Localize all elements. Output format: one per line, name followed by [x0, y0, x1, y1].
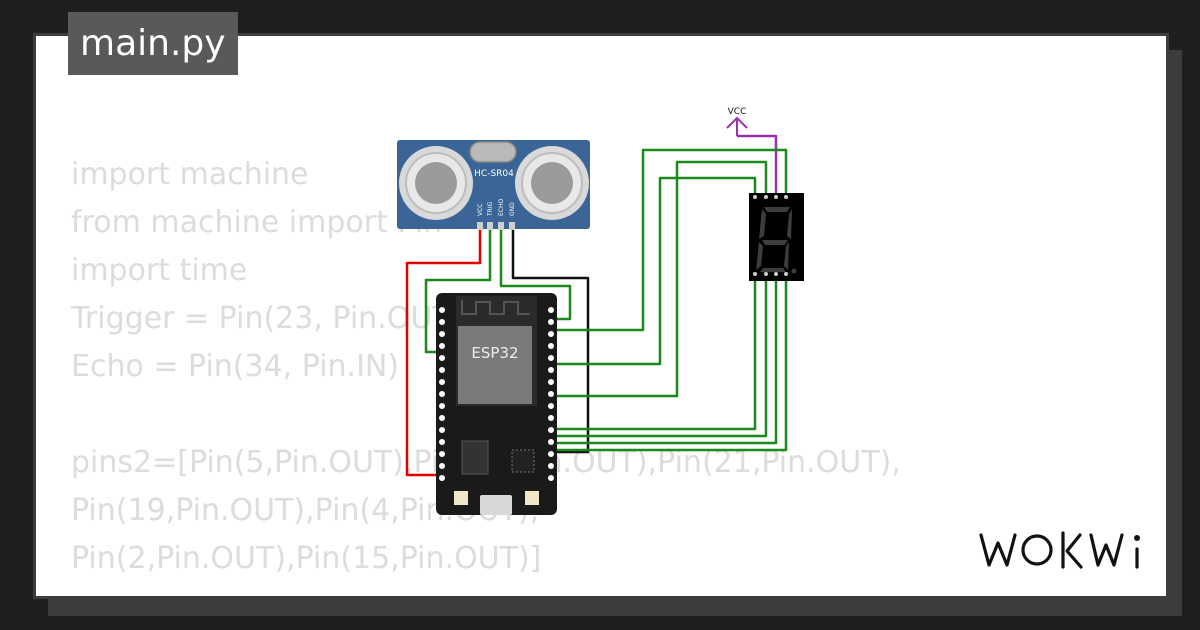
- code-line: import time: [71, 253, 248, 288]
- digit-segments: [756, 207, 797, 274]
- wire-display-a: [552, 148, 788, 332]
- led-icon: [454, 491, 468, 505]
- sensor-name: HC-SR04: [474, 169, 514, 179]
- wire-display-g: [552, 274, 788, 452]
- code-line: Trigger = Pin(23, Pin.OUT): [71, 301, 463, 336]
- code-line: Pin(2,Pin.OUT),Pin(15,Pin.OUT)]: [71, 541, 542, 576]
- seven-segment-display[interactable]: [749, 193, 804, 281]
- wire-sensor-echo: [499, 226, 572, 321]
- wire-display-c: [552, 160, 768, 398]
- sensor-pin-label: ECHO: [498, 199, 505, 216]
- file-tab[interactable]: main.py: [68, 12, 238, 75]
- wire-sensor-vcc: [405, 226, 482, 477]
- wire-display-f: [552, 274, 778, 445]
- usb-port-icon: [480, 495, 512, 515]
- up-arrow-icon: [726, 116, 748, 136]
- wire-vcc: [737, 134, 778, 196]
- esp32-module: [458, 326, 532, 404]
- vcc-marker: VCC: [726, 107, 748, 136]
- sensor-pin-label: VCC: [477, 204, 484, 216]
- transducer-right-icon: [515, 146, 589, 220]
- esp32-board[interactable]: ESP32: [436, 293, 557, 515]
- board-name: ESP32: [471, 344, 518, 362]
- transducer-left-icon: [399, 146, 473, 220]
- wire-display-d: [552, 274, 757, 431]
- code-line: Echo = Pin(34, Pin.IN): [71, 349, 400, 384]
- wire-sensor-trig: [424, 226, 492, 354]
- sensor-pin-label: TRIG: [487, 201, 494, 217]
- wire-display-b: [552, 176, 757, 366]
- led-icon: [525, 491, 539, 505]
- wire-display-e: [552, 274, 768, 438]
- ultrasonic-sensor[interactable]: HC-SR04 VCC TRIG ECHO GND: [397, 140, 590, 230]
- vcc-label: VCC: [728, 107, 747, 117]
- wires: [405, 134, 788, 477]
- wokwi-logo-icon: [979, 531, 1140, 569]
- wire-sensor-gnd: [511, 226, 590, 454]
- code-line: import machine: [71, 157, 309, 192]
- sensor-pin-label: GND: [509, 202, 516, 216]
